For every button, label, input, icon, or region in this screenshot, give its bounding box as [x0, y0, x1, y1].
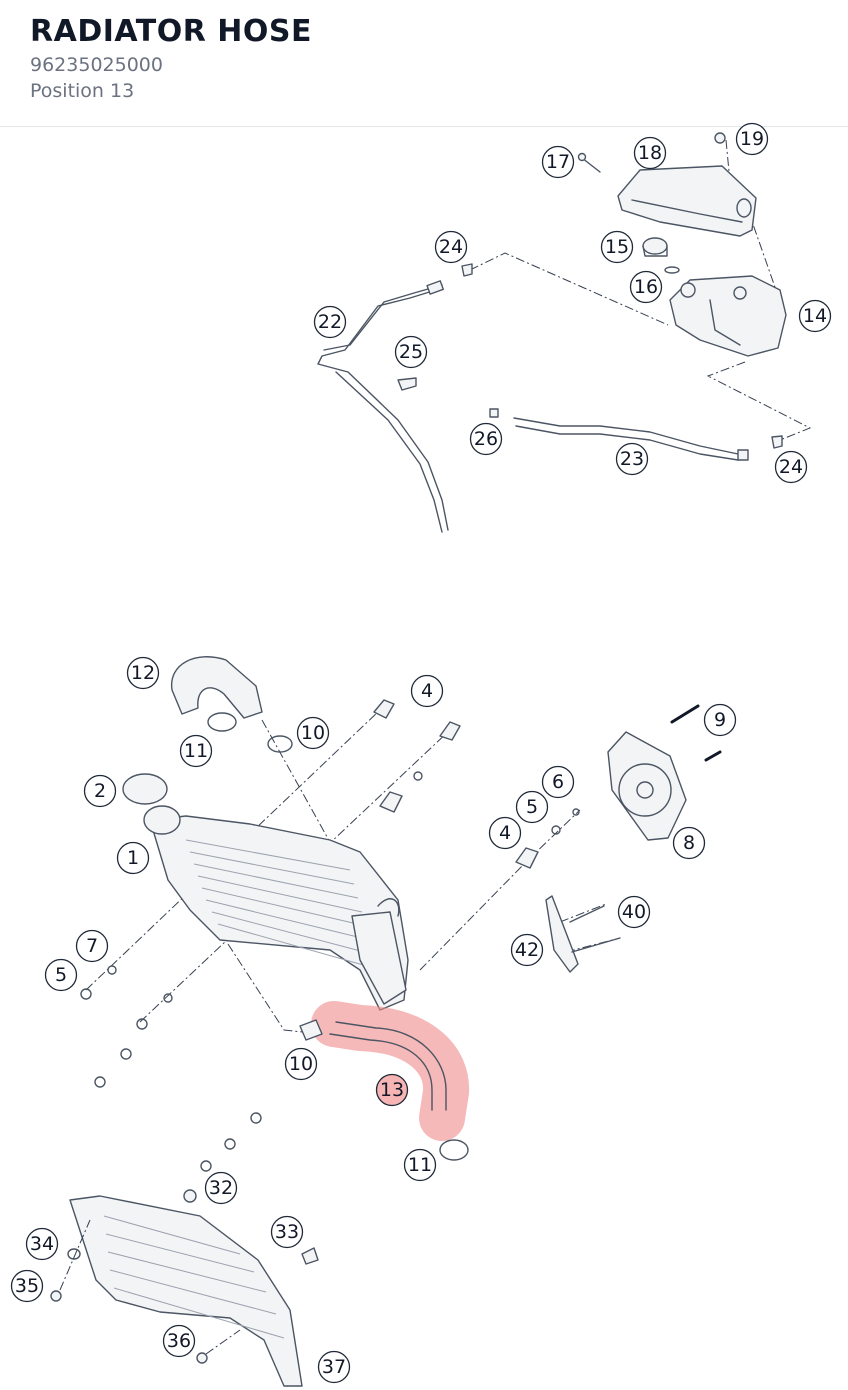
svg-text:37: 37	[322, 1356, 346, 1378]
svg-text:15: 15	[605, 236, 629, 258]
callouts: 17 18 19 24 15 16 14 22 25 26 23 24 12 4…	[10, 122, 832, 1384]
svg-text:11: 11	[184, 740, 208, 762]
callout-18[interactable]: 18	[633, 136, 667, 170]
callout-34[interactable]: 34	[25, 1227, 59, 1261]
callout-37[interactable]: 37	[317, 1350, 351, 1384]
radiator-core	[149, 815, 409, 1011]
svg-text:6: 6	[552, 771, 564, 793]
part-number: 96235025000	[30, 54, 163, 76]
svg-text:13: 13	[380, 1079, 404, 1101]
callout-26[interactable]: 26	[469, 422, 503, 456]
callout-12[interactable]: 12	[126, 656, 160, 690]
callout-22[interactable]: 22	[313, 305, 347, 339]
callout-17[interactable]: 17	[541, 145, 575, 179]
callout-5-left[interactable]: 5	[44, 958, 78, 992]
header: RADIATOR HOSE 96235025000 Position 13	[0, 0, 848, 127]
svg-text:25: 25	[399, 341, 423, 363]
callout-33[interactable]: 33	[270, 1215, 304, 1249]
svg-text:14: 14	[803, 305, 827, 327]
svg-text:22: 22	[318, 311, 342, 333]
top-assembly	[317, 132, 812, 533]
callout-24-top[interactable]: 24	[434, 230, 468, 264]
expansion-tank	[669, 275, 787, 357]
svg-text:1: 1	[127, 847, 139, 869]
svg-text:23: 23	[620, 448, 644, 470]
callout-10-top[interactable]: 10	[296, 716, 330, 750]
svg-text:16: 16	[634, 276, 658, 298]
hose-22	[317, 289, 449, 531]
callout-7[interactable]: 7	[75, 929, 109, 963]
callout-9[interactable]: 9	[703, 703, 737, 737]
svg-text:5: 5	[526, 796, 538, 818]
svg-text:42: 42	[515, 939, 539, 961]
svg-text:9: 9	[714, 709, 726, 731]
svg-text:11: 11	[408, 1154, 432, 1176]
svg-text:40: 40	[622, 901, 646, 923]
callout-4-top[interactable]: 4	[410, 674, 444, 708]
svg-text:19: 19	[740, 128, 764, 150]
callout-23[interactable]: 23	[615, 442, 649, 476]
svg-text:5: 5	[55, 964, 67, 986]
callout-6[interactable]: 6	[541, 765, 575, 799]
callout-15[interactable]: 15	[600, 230, 634, 264]
callout-11-bottom[interactable]: 11	[403, 1148, 437, 1182]
callout-2[interactable]: 2	[83, 774, 117, 808]
callout-16[interactable]: 16	[629, 270, 663, 304]
callout-10-bottom[interactable]: 10	[284, 1047, 318, 1081]
svg-text:17: 17	[546, 151, 570, 173]
svg-text:10: 10	[289, 1053, 313, 1075]
svg-text:33: 33	[275, 1221, 299, 1243]
svg-text:2: 2	[94, 780, 106, 802]
svg-text:8: 8	[683, 832, 695, 854]
hose-23	[513, 417, 739, 455]
callout-40[interactable]: 40	[617, 895, 651, 929]
callout-4-right[interactable]: 4	[488, 816, 522, 850]
cooling-fan	[607, 731, 687, 841]
svg-text:7: 7	[86, 935, 98, 957]
svg-text:32: 32	[209, 1177, 233, 1199]
callout-32[interactable]: 32	[204, 1171, 238, 1205]
callout-14[interactable]: 14	[798, 299, 832, 333]
svg-text:34: 34	[30, 1233, 54, 1255]
callout-35[interactable]: 35	[10, 1269, 44, 1303]
callout-8[interactable]: 8	[672, 826, 706, 860]
svg-text:26: 26	[474, 428, 498, 450]
svg-text:35: 35	[15, 1275, 39, 1297]
svg-text:36: 36	[167, 1330, 191, 1352]
page-title: RADIATOR HOSE	[30, 14, 312, 49]
callout-19[interactable]: 19	[735, 122, 769, 156]
position-label: Position 13	[30, 80, 135, 102]
svg-text:10: 10	[301, 722, 325, 744]
bracket	[545, 895, 579, 973]
radiator-assembly	[80, 656, 722, 1172]
svg-text:24: 24	[439, 236, 463, 258]
radiator-guard	[69, 1195, 303, 1387]
callout-11-top[interactable]: 11	[179, 734, 213, 768]
callout-42[interactable]: 42	[510, 933, 544, 967]
svg-text:4: 4	[499, 822, 511, 844]
callout-5-right[interactable]: 5	[515, 790, 549, 824]
callout-36[interactable]: 36	[162, 1324, 196, 1358]
radiator-hose-13	[329, 1021, 447, 1111]
callout-13-highlighted[interactable]: 13	[375, 1073, 409, 1107]
svg-text:18: 18	[638, 142, 662, 164]
callout-1[interactable]: 1	[116, 841, 150, 875]
radiator-guard-assembly	[50, 1189, 319, 1387]
svg-text:24: 24	[779, 456, 803, 478]
svg-text:4: 4	[421, 680, 433, 702]
callout-24-right[interactable]: 24	[774, 450, 808, 484]
callout-25[interactable]: 25	[394, 335, 428, 369]
upper-hose	[171, 656, 263, 719]
svg-text:12: 12	[131, 662, 155, 684]
